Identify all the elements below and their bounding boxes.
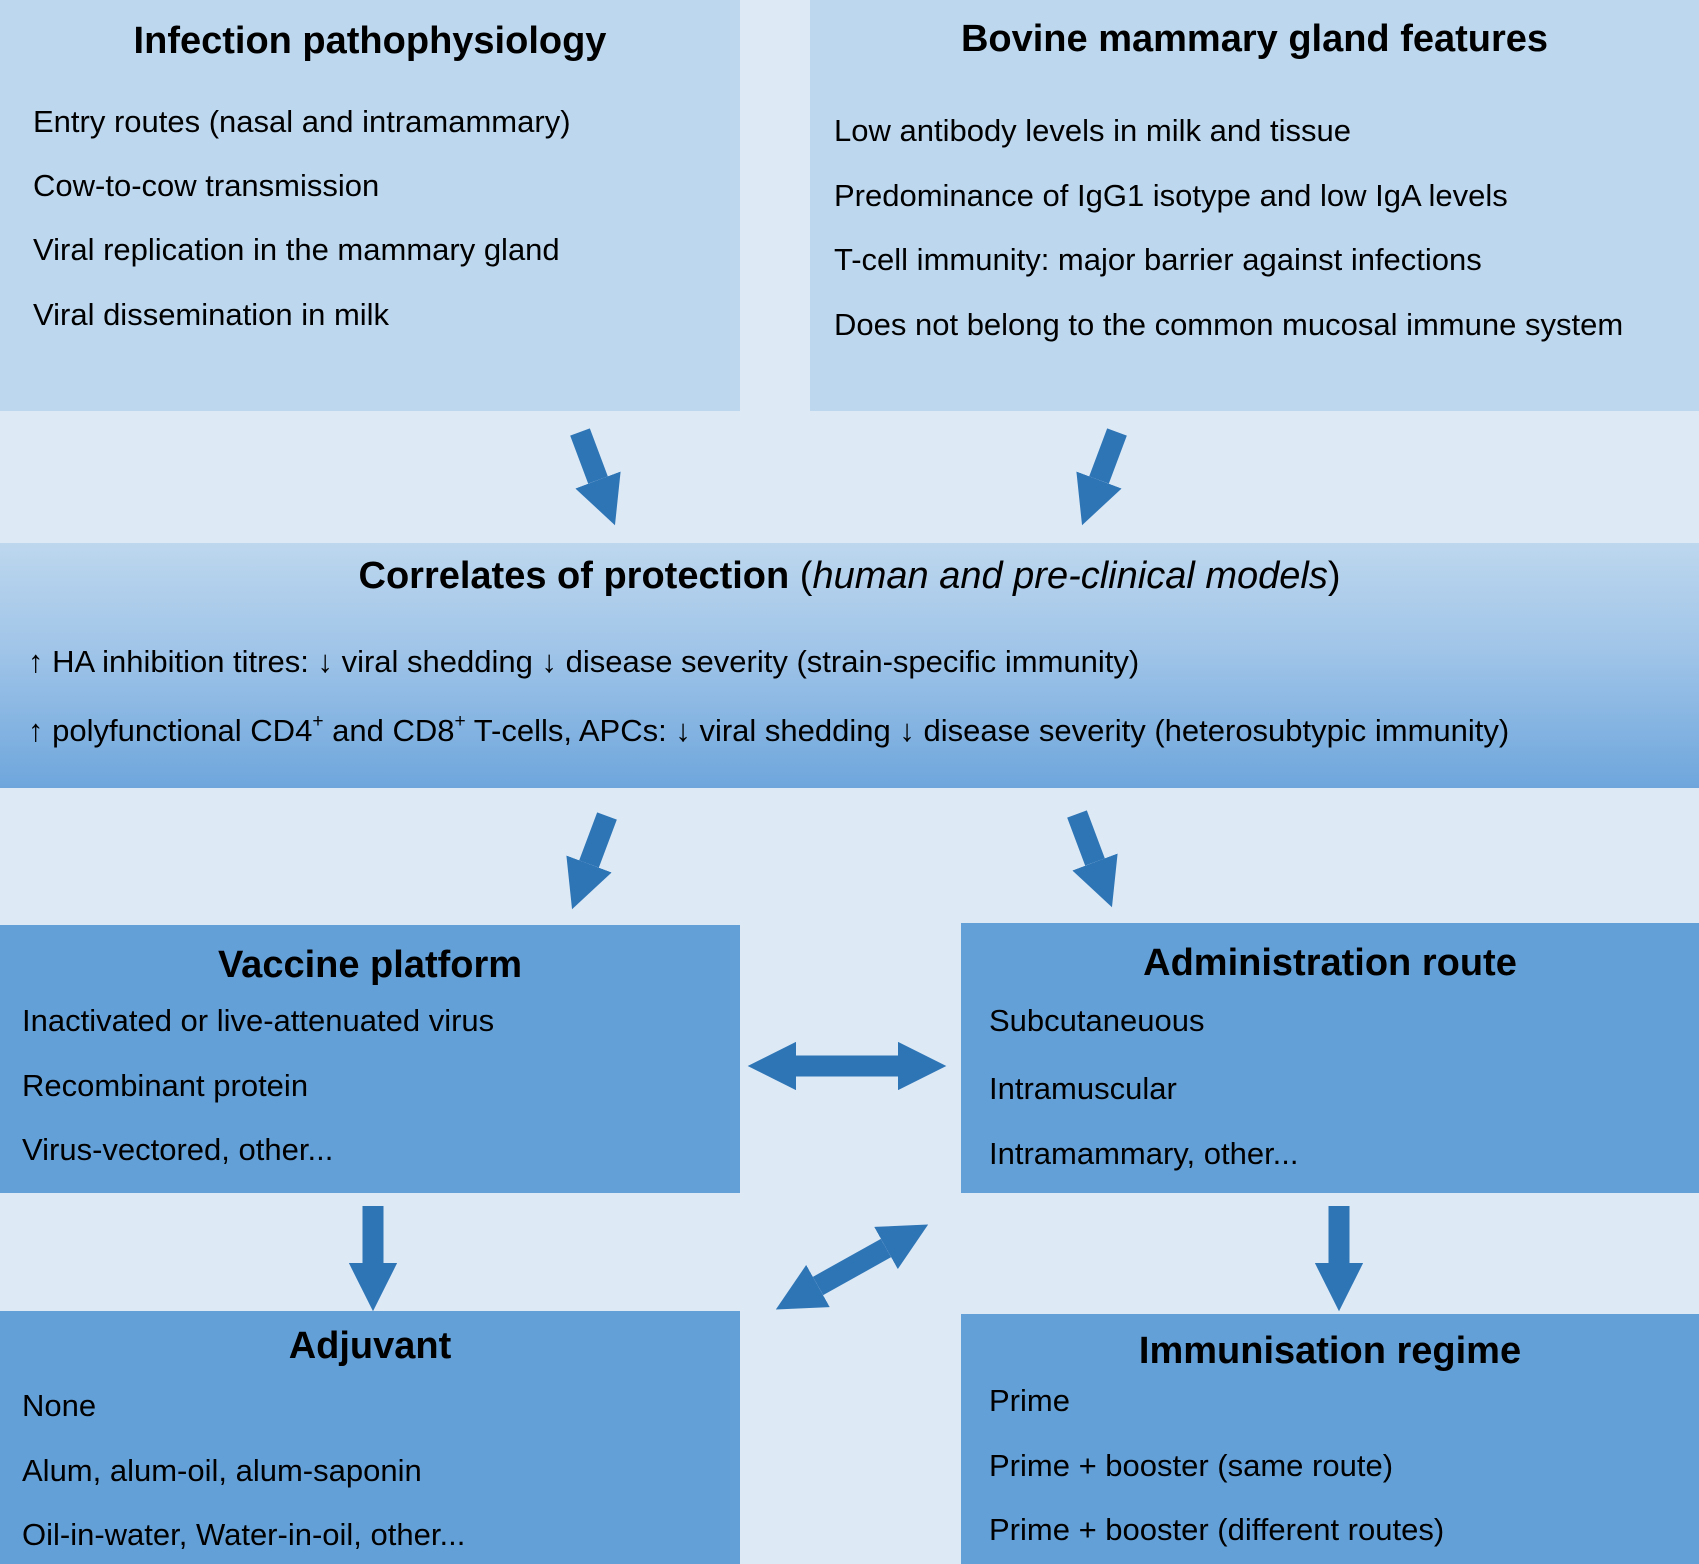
administration-route-box: Administration route Subcutaneuous Intra… <box>961 923 1699 1193</box>
platform-item: Recombinant protein <box>22 1068 309 1103</box>
route-item: Subcutaneuous <box>989 1003 1205 1038</box>
infection-pathophysiology-box: Infection pathophysiology Entry routes (… <box>0 0 740 411</box>
route-item: Intramuscular <box>989 1071 1177 1106</box>
route-item: Intramammary, other... <box>989 1136 1299 1171</box>
correlates-line-tcell-b: and CD8 <box>323 713 455 748</box>
regime-item: Prime + booster (different routes) <box>989 1512 1445 1547</box>
correlates-line-tcell: ↑ polyfunctional CD4+ and CD8+ T-cells, … <box>28 710 1510 749</box>
adjuvant-title: Adjuvant <box>288 1325 452 1367</box>
correlates-line-tcell-a: ↑ polyfunctional CD4 <box>28 713 313 748</box>
correlates-title: Correlates of protection (human and pre-… <box>0 555 1699 598</box>
pathophysiology-item: Cow-to-cow transmission <box>33 168 380 203</box>
bovine-mammary-gland-title: Bovine mammary gland features <box>960 18 1549 60</box>
regime-item: Prime <box>989 1383 1070 1418</box>
pathophysiology-item: Entry routes (nasal and intramammary) <box>33 104 571 139</box>
arrow-route-adjuvant-bidirectional <box>775 1224 929 1310</box>
adjuvant-item: Alum, alum-oil, alum-saponin <box>22 1453 422 1488</box>
mammary-item: Predominance of IgG1 isotype and low IgA… <box>834 178 1508 213</box>
regime-item: Prime + booster (same route) <box>989 1448 1394 1483</box>
mammary-item: T-cell immunity: major barrier against i… <box>834 242 1482 277</box>
administration-route-title: Administration route <box>1143 942 1517 984</box>
platform-item: Inactivated or live-attenuated virus <box>22 1003 495 1038</box>
correlates-line-hai: ↑ HA inhibition titres: ↓ viral shedding… <box>28 644 1140 679</box>
mammary-item: Does not belong to the common mucosal im… <box>834 307 1624 342</box>
adjuvant-item: Oil-in-water, Water-in-oil, other... <box>22 1517 466 1552</box>
arrow-correlates-to-platform <box>566 812 617 910</box>
arrow-mammary-to-correlates <box>1076 428 1127 526</box>
cd4-superscript: + <box>312 710 324 732</box>
adjuvant-item: None <box>22 1388 97 1423</box>
vaccine-platform-title: Vaccine platform <box>217 944 523 986</box>
pathophysiology-item: Viral dissemination in milk <box>33 297 390 332</box>
bovine-mammary-gland-box: Bovine mammary gland features Low antibo… <box>810 0 1699 411</box>
correlates-line-tcell-c: T-cells, APCs: ↓ viral shedding ↓ diseas… <box>465 713 1510 748</box>
correlates-subtitle-open: ( <box>789 555 813 597</box>
arrow-pathophysiology-to-correlates <box>570 428 621 526</box>
immunisation-regime-box: Immunisation regime Prime Prime + booste… <box>961 1314 1699 1564</box>
cd8-superscript: + <box>454 710 466 732</box>
correlates-title-main: Correlates of protection <box>358 555 790 597</box>
correlates-subtitle-close: ) <box>1327 555 1341 597</box>
pathophysiology-item: Viral replication in the mammary gland <box>33 232 560 267</box>
infection-pathophysiology-title: Infection pathophysiology <box>133 20 607 62</box>
correlates-of-protection-box: Correlates of protection (human and pre-… <box>0 543 1699 788</box>
immunisation-regime-title: Immunisation regime <box>1138 1330 1522 1372</box>
mammary-item: Low antibody levels in milk and tissue <box>834 113 1351 148</box>
arrow-correlates-to-route <box>1067 810 1118 908</box>
adjuvant-box: Adjuvant None Alum, alum-oil, alum-sapon… <box>0 1311 740 1564</box>
platform-item: Virus-vectored, other... <box>22 1132 334 1167</box>
vaccine-platform-box: Vaccine platform Inactivated or live-att… <box>0 925 740 1193</box>
correlates-subtitle: human and pre-clinical models <box>812 555 1328 597</box>
